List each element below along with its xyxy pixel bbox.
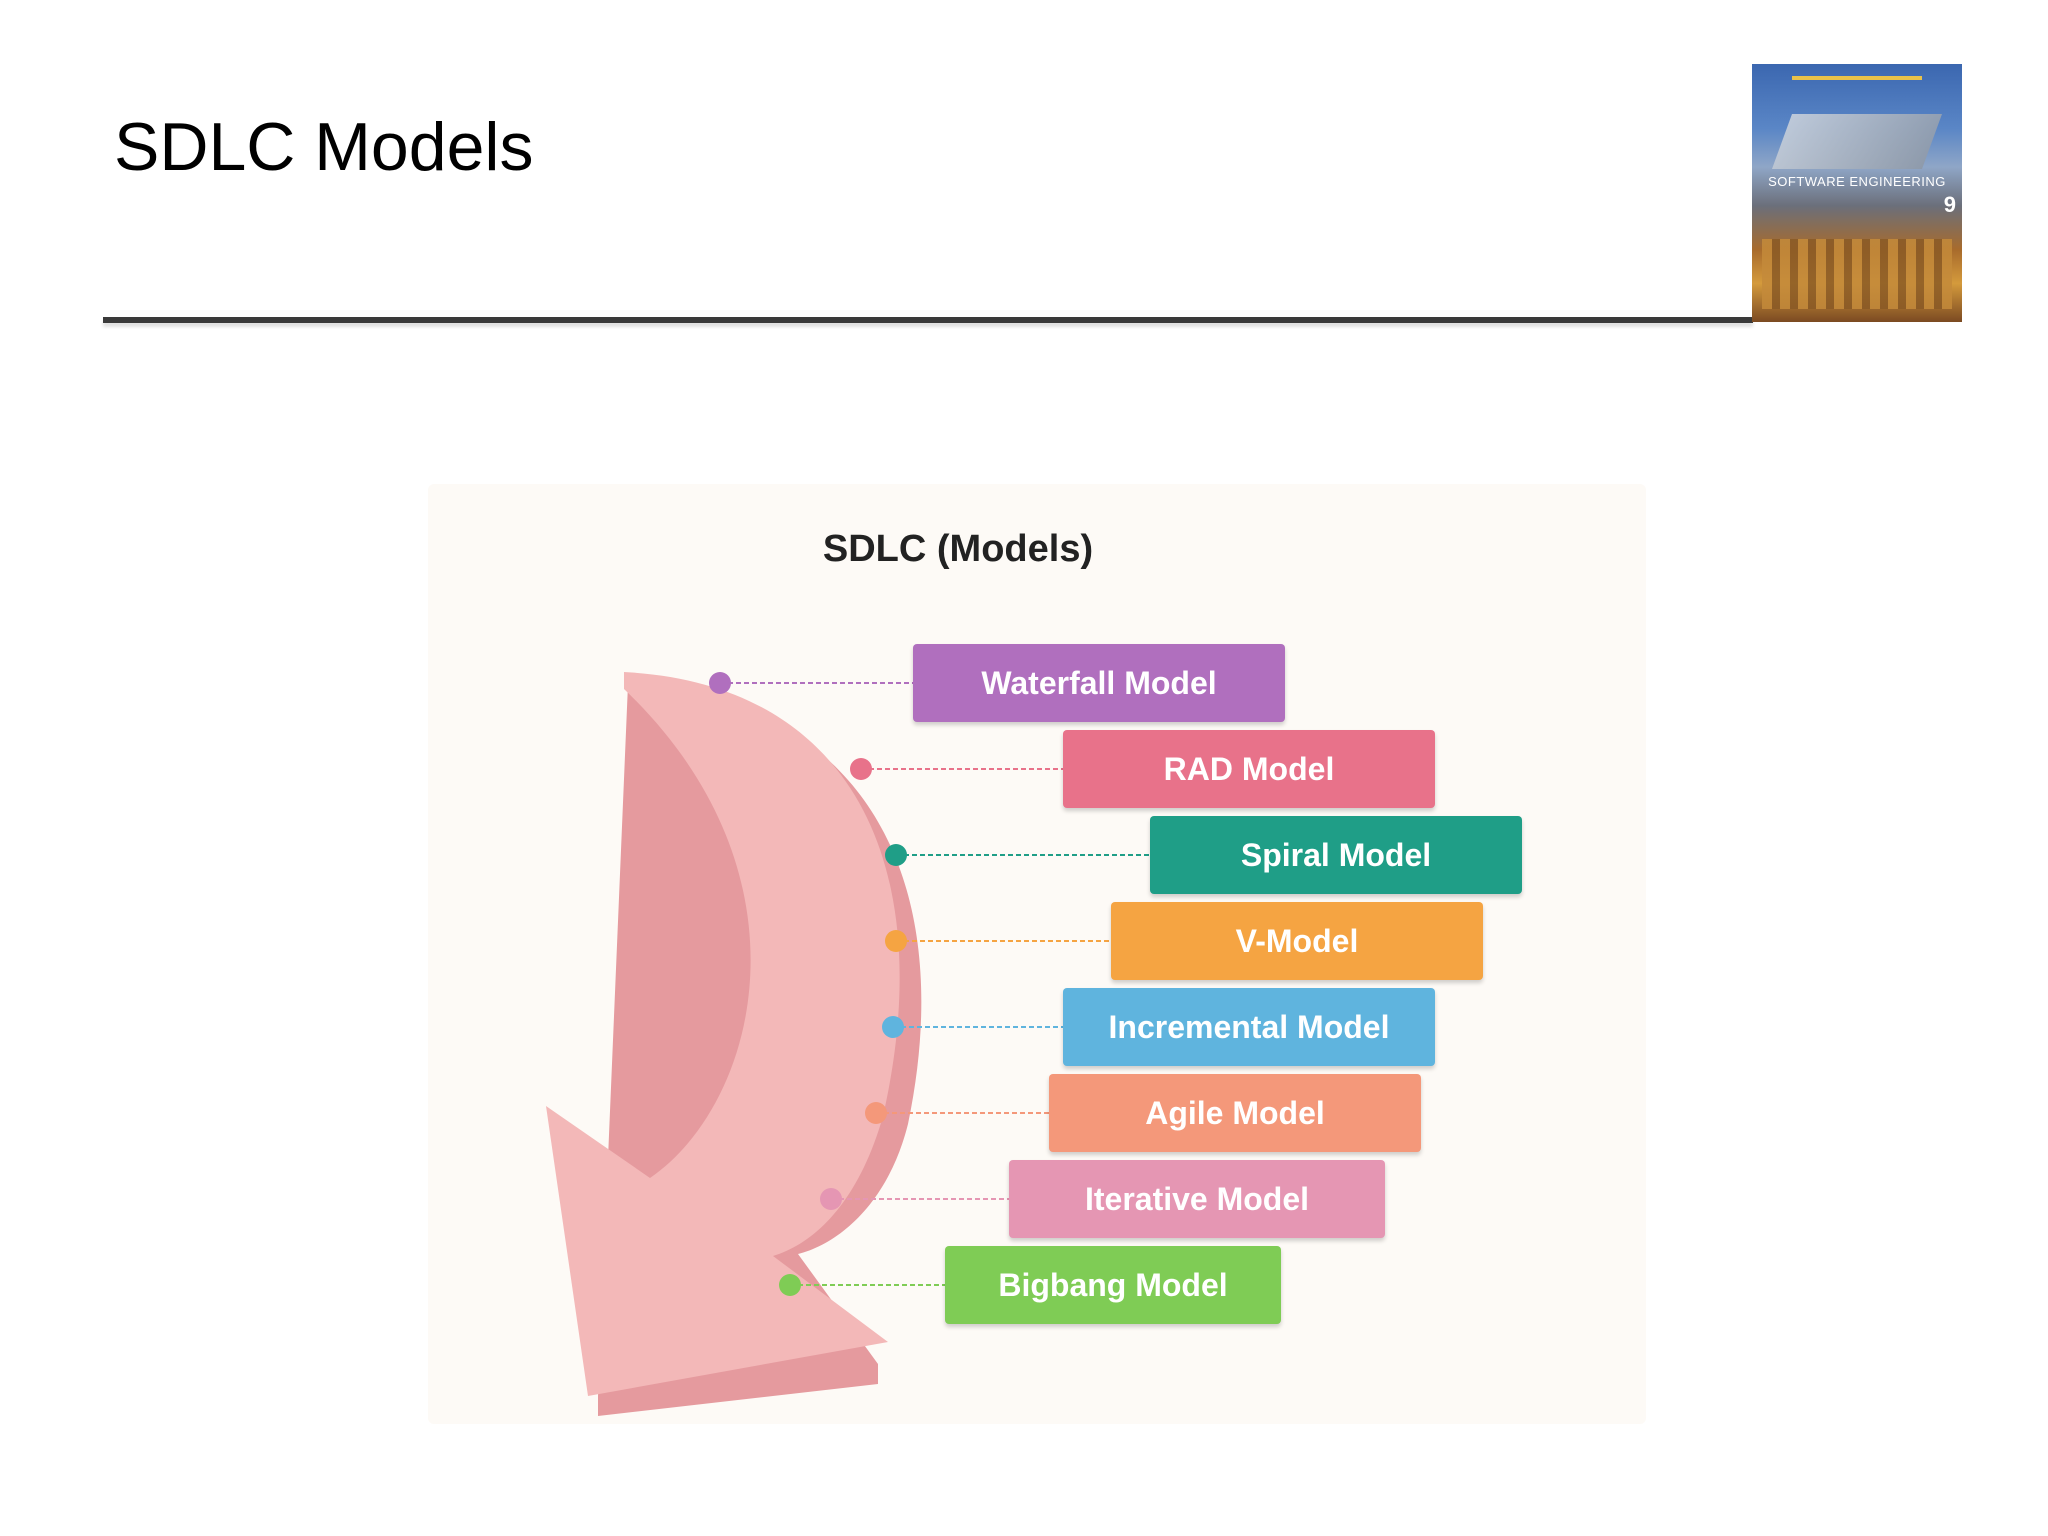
cover-edition-number: 9 (1943, 192, 1956, 217)
model-box-waterfall: Waterfall Model (913, 644, 1285, 722)
model-box-rad: RAD Model (1063, 730, 1435, 808)
model-box-iterative: Iterative Model (1009, 1160, 1385, 1238)
cover-scaffold-shape (1762, 239, 1952, 309)
model-box-bigbang: Bigbang Model (945, 1246, 1281, 1324)
diagram-graphics (546, 672, 1150, 1416)
book-cover-image: SOFTWARE ENGINEERING 9 (1752, 64, 1962, 322)
connector-dot (709, 672, 731, 694)
sdlc-diagram: SDLC (Models) Waterfall Model RAD Model … (428, 484, 1646, 1424)
cover-building-shape (1771, 114, 1943, 169)
connector-dot (885, 844, 907, 866)
connector-dot (850, 758, 872, 780)
curved-arrow (546, 672, 900, 1396)
model-box-incremental: Incremental Model (1063, 988, 1435, 1066)
diagram-title: SDLC (Models) (822, 528, 1094, 570)
connector-dot (882, 1016, 904, 1038)
slide-title: SDLC Models (114, 109, 534, 185)
connector-dot (820, 1188, 842, 1210)
connector-dot (865, 1102, 887, 1124)
model-box-agile: Agile Model (1049, 1074, 1421, 1152)
model-box-spiral: Spiral Model (1150, 816, 1522, 894)
cover-title-text: SOFTWARE ENGINEERING (1768, 174, 1946, 189)
title-divider (103, 317, 1753, 323)
cover-top-band (1792, 76, 1922, 80)
connector-dot (885, 930, 907, 952)
connector-dot (779, 1274, 801, 1296)
model-box-v-model: V-Model (1111, 902, 1483, 980)
